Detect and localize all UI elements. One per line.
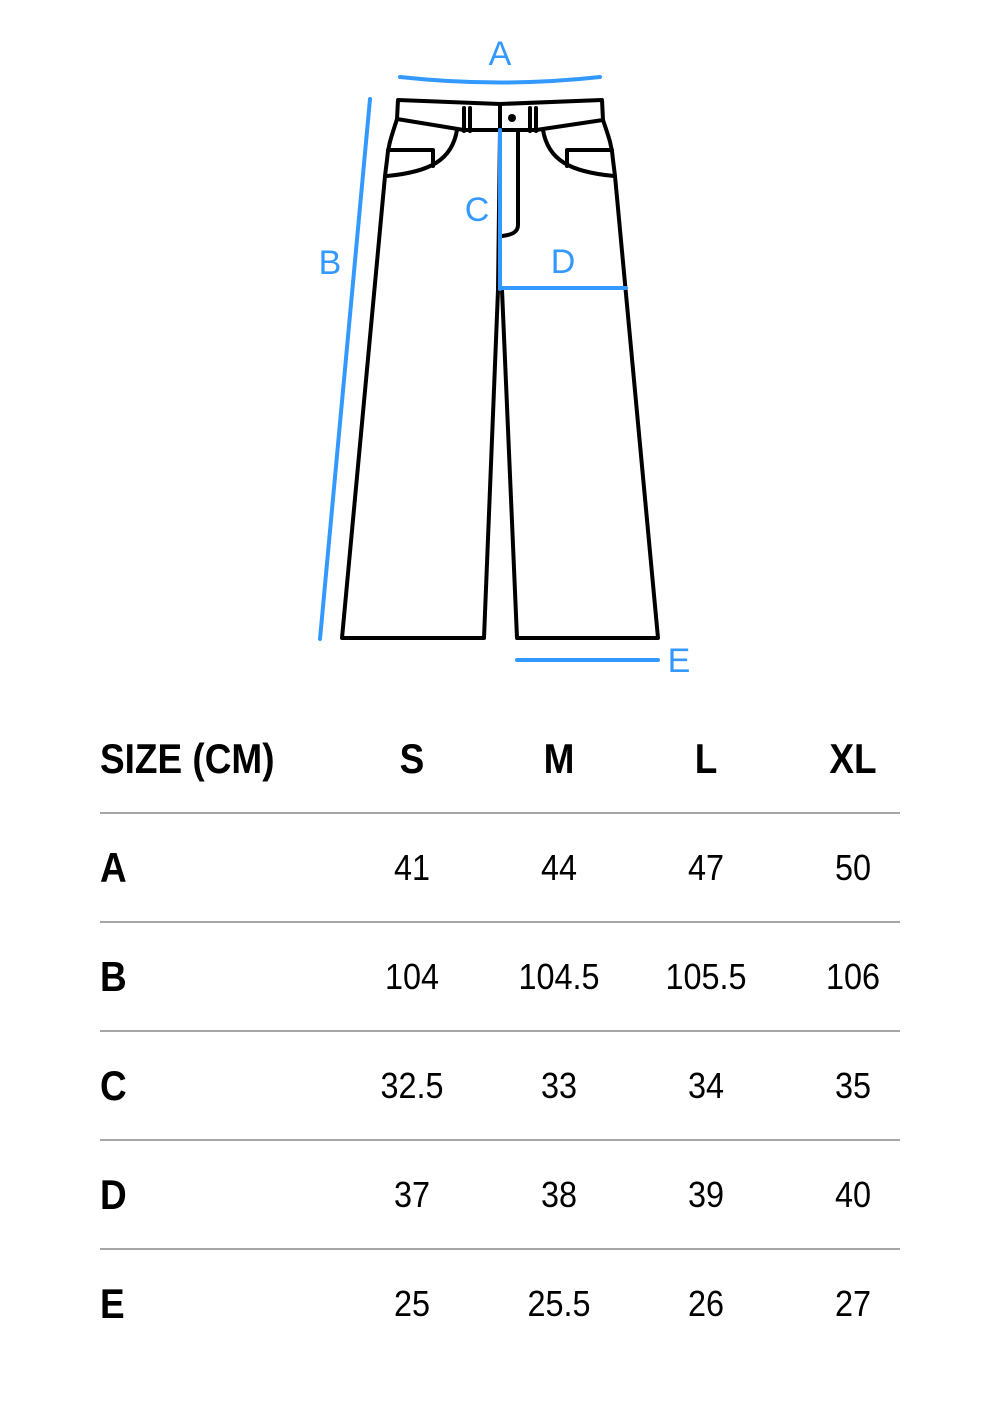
size-header-s: S: [399, 734, 425, 782]
label-e: E: [667, 642, 691, 680]
size-header-l: L: [694, 734, 718, 782]
table-cell: 105.5: [665, 955, 747, 997]
table-cell: 34: [687, 1064, 725, 1106]
button-icon: [508, 114, 516, 122]
label-d: D: [550, 243, 576, 281]
table-cell: 25: [393, 1282, 431, 1324]
label-a: A: [488, 35, 512, 73]
table-cell: 35: [834, 1064, 872, 1106]
table-cell: 106: [825, 955, 881, 997]
table-cell: 38: [540, 1173, 578, 1215]
table-row: C 32.5 33 34 35: [100, 1030, 900, 1139]
table-cell: 37: [393, 1173, 431, 1215]
row-label: B: [100, 952, 127, 1000]
table-cell: 32.5: [380, 1064, 444, 1106]
table-cell: 25.5: [527, 1282, 591, 1324]
row-label: D: [100, 1170, 127, 1218]
table-cell: 50: [834, 846, 872, 888]
table-cell: 104.5: [518, 955, 600, 997]
table-cell: 26: [687, 1282, 725, 1324]
table-cell: 33: [540, 1064, 578, 1106]
size-unit-header: SIZE (CM): [100, 734, 275, 782]
size-chart-table: SIZE (CM) S M L XL A 41 44 47 50 B 104 1…: [100, 705, 900, 1357]
table-cell: 47: [687, 846, 725, 888]
pants-outline-icon: [318, 75, 660, 662]
table-cell: 104: [384, 955, 440, 997]
row-label: E: [100, 1279, 125, 1327]
table-row: E 25 25.5 26 27: [100, 1248, 900, 1357]
row-label: C: [100, 1061, 127, 1109]
label-b: B: [318, 244, 342, 282]
table-header-row: SIZE (CM) S M L XL: [100, 705, 900, 812]
measure-line-b: [318, 97, 372, 641]
table-row: B 104 104.5 105.5 106: [100, 921, 900, 1030]
table-cell: 44: [540, 846, 578, 888]
size-header-m: M: [543, 734, 575, 782]
pants-measurement-diagram: A B C D E: [0, 0, 1000, 700]
table-cell: 39: [687, 1173, 725, 1215]
table-cell: 40: [834, 1173, 872, 1215]
table-cell: 27: [834, 1282, 872, 1324]
table-cell: 41: [393, 846, 431, 888]
table-row: D 37 38 39 40: [100, 1139, 900, 1248]
table-row: A 41 44 47 50: [100, 812, 900, 921]
size-header-xl: XL: [829, 734, 877, 782]
row-label: A: [100, 843, 127, 891]
label-c: C: [464, 191, 490, 229]
measure-line-a: [398, 75, 602, 85]
